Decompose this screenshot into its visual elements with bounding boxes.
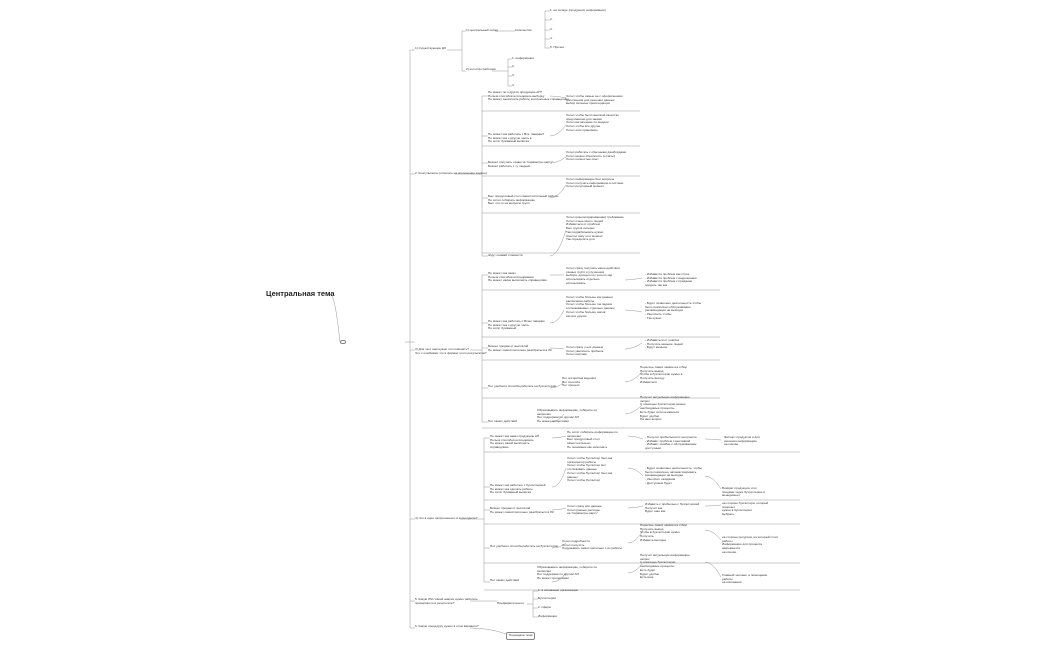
s4-x5[interactable]: Главный человек, в помощники работы на о…	[722, 573, 768, 585]
link-s3-a1	[549, 309, 565, 324]
link-s4-a0	[551, 435, 567, 439]
s4-x3[interactable]: на стороне бухгалтера, который помогает …	[722, 501, 769, 517]
link-s4-a1	[551, 467, 567, 488]
section-1b-node[interactable]: 2) кол-ство работник	[466, 67, 496, 71]
s4-q1[interactable]: Не может как заказ продукцию АП Нельзя с…	[490, 434, 540, 450]
section-1b-n4[interactable]: 4.	[512, 83, 515, 87]
s2-a1[interactable]: Хотел чтобы самые не с оформлением допол…	[566, 94, 623, 106]
s3-r2[interactable]: - Будет позволено деятельность чтобы был…	[645, 301, 702, 320]
s3-a3[interactable]: Хотел сразу у них данные Хотел увеличить…	[566, 345, 604, 357]
link-s3-r2	[624, 342, 643, 350]
s3-q4[interactable]: Нет удобного способа работать на бухгалт…	[488, 384, 557, 388]
s2-q1[interactable]: Не может ли я других продукцию АП? Нельз…	[488, 90, 569, 102]
section-1b-n1[interactable]: 1. информация	[512, 56, 534, 60]
s2-a2[interactable]: Хотел чтобы было высокой качество предло…	[566, 113, 619, 132]
s4-a2[interactable]: Хотел чтобы бухгалтер был как организато…	[567, 456, 613, 483]
link-s4-x2	[704, 504, 722, 507]
link-s4-r1	[627, 467, 644, 477]
section-1b-n3[interactable]: 3.	[512, 73, 515, 77]
central-topic[interactable]: Центральная тема	[266, 289, 335, 298]
s4-r3[interactable]: Избавить с прибылью с бухгалтерией Получ…	[645, 502, 700, 514]
link-s4-x1	[704, 475, 722, 490]
link-s3-a2	[549, 347, 565, 350]
s3-r1[interactable]: - Избавится проблем как строк - Избавитс…	[645, 272, 697, 288]
s2-q2[interactable]: Не может как работать с Все товарам? Не …	[488, 132, 545, 144]
section-5-node[interactable]: 5. Какую ЛМ / какой анализ нужно работат…	[415, 597, 478, 605]
link-s3-r0	[624, 277, 643, 281]
s3-a4[interactable]: Нет алгоритма ведения Нет способа Нет пр…	[562, 376, 596, 388]
section-1-node[interactable]: 1) Существующие ДЗ	[415, 46, 446, 50]
s4-q4[interactable]: Нет удобного способа работать на бухгалт…	[490, 544, 559, 548]
link-s4-r2	[627, 505, 644, 509]
s2-a3[interactable]: Хотел работать с обычными дашбордами Хот…	[566, 150, 627, 162]
s3-r4[interactable]: Пересечь самих заявок на отбор Получить …	[640, 365, 688, 384]
s3-a2[interactable]: Хотел чтобы больше как данных расписания…	[566, 295, 615, 318]
s5-l2[interactable]: Бухгалтерии	[538, 596, 556, 600]
section-4-node[interactable]: 4) Что в идее запрошенного в этом пункте…	[415, 516, 478, 520]
s4-q3[interactable]: Бизнес продаж от выплатой Не может самос…	[490, 506, 554, 514]
link-s4-a2	[551, 507, 567, 511]
s5-label[interactable]: Предварительного	[497, 601, 524, 605]
s3-q5[interactable]: Нет самих действий	[488, 419, 517, 423]
s4-a5[interactable]: Образовывать информацию, соберите по зап…	[537, 565, 598, 581]
s3-r3[interactable]: - Избавиться от ошибок - Получить меньше…	[645, 338, 683, 350]
link-s6-box	[469, 627, 507, 635]
s4-x1[interactable]: Экспорт продуктов и для решения информац…	[724, 435, 760, 447]
link-s2-a4	[549, 229, 567, 257]
s2-a4[interactable]: Хотел информацию был вопросы Хотел получ…	[566, 177, 624, 189]
link-s3-r1	[624, 309, 643, 313]
s4-q5[interactable]: Нет самих действий	[490, 578, 519, 582]
section-1a-leaf[interactable]: Количество	[515, 28, 532, 32]
main-question-node[interactable]	[340, 340, 346, 344]
s4-a3[interactable]: Хотел сразу всё данные Хотел разные расх…	[567, 504, 602, 516]
s3-q3[interactable]: Бизнес продаж от выплатой Не может самос…	[488, 344, 552, 352]
link-root-question	[329, 293, 341, 343]
s2-q5[interactable]: Ждут снижай стоимости	[488, 253, 523, 257]
section-1a-q[interactable]: 1. на складе (продукция, информация)	[550, 8, 606, 12]
s4-r2[interactable]: - Будет позволено деятельность, чтобы бы…	[645, 466, 702, 485]
section-2-node[interactable]: 2. Консультанты (отвечать на исполнение …	[415, 171, 487, 175]
section-1a-n5[interactable]: 5. Прочее	[550, 45, 565, 49]
s5-l3[interactable]: 2. сфера	[538, 605, 551, 609]
s3-a1[interactable]: Хотел сразу получать наши действия разны…	[566, 266, 620, 285]
s5-l1[interactable]: 1. в основании организации	[538, 588, 579, 592]
s4-x4[interactable]: на стороне ресурсов, на который стоит ра…	[722, 535, 779, 554]
section-3-node[interactable]: 3) Для чего нам нужно это поменять? Что …	[415, 347, 487, 355]
s4-r4[interactable]: Пересечь самих заявок на отбор Получить …	[640, 523, 688, 542]
s2-q3[interactable]: Бизнес получать отдам за "параметры карт…	[488, 160, 554, 168]
section-1a-node[interactable]: 1) центральный склад	[466, 28, 498, 32]
section-1a-n2[interactable]: 2.	[550, 17, 553, 21]
link-s4-x3	[704, 529, 722, 541]
s2-a5[interactable]: Хотел (консолидированная) требование Хот…	[566, 215, 624, 242]
s4-r5[interactable]: Получит актуальную информацию запрос С п…	[640, 553, 690, 580]
section-1a-n3[interactable]: 3.	[550, 27, 553, 31]
link-s4-x4	[704, 561, 722, 578]
section-6-node[interactable]: 6. Какую процедуру нужно в этом варианте…	[415, 624, 479, 628]
section-1b-n2[interactable]: 2.	[512, 64, 515, 68]
s5-l4[interactable]: Информации	[538, 614, 557, 618]
s4-a4[interactable]: Хотел подробности Хотел получить Подумыв…	[562, 539, 622, 551]
link-s2-a1	[549, 124, 567, 137]
section-1a-n4[interactable]: 4.	[550, 36, 553, 40]
s3-r5[interactable]: Получит актуальную информацию запрос С п…	[640, 395, 690, 422]
link-s4-r0	[627, 435, 644, 440]
s4-x2[interactable]: Возврат продукции, или продажи через бух…	[722, 486, 765, 498]
s6-box[interactable]: Подзадача тема	[506, 632, 536, 640]
s3-q2[interactable]: Не может как работать с Всем товарам Не …	[488, 319, 545, 331]
s4-r1[interactable]: - Получит прибыльности на проекте - Изба…	[645, 435, 697, 451]
s3-a5[interactable]: Образовывать информацию, соберите по зап…	[537, 408, 598, 424]
s2-q4[interactable]: Был продуктовый стол самостоятельный раб…	[488, 194, 559, 206]
s4-q2[interactable]: Не может как работать с бухгалтерией Не …	[490, 483, 546, 495]
link-s4-x0	[704, 438, 722, 441]
s4-a1[interactable]: Не хотят собирать информацию по запросам…	[567, 430, 618, 449]
s3-q1[interactable]: Не может как заказ Нельзя способов иссле…	[488, 271, 547, 283]
